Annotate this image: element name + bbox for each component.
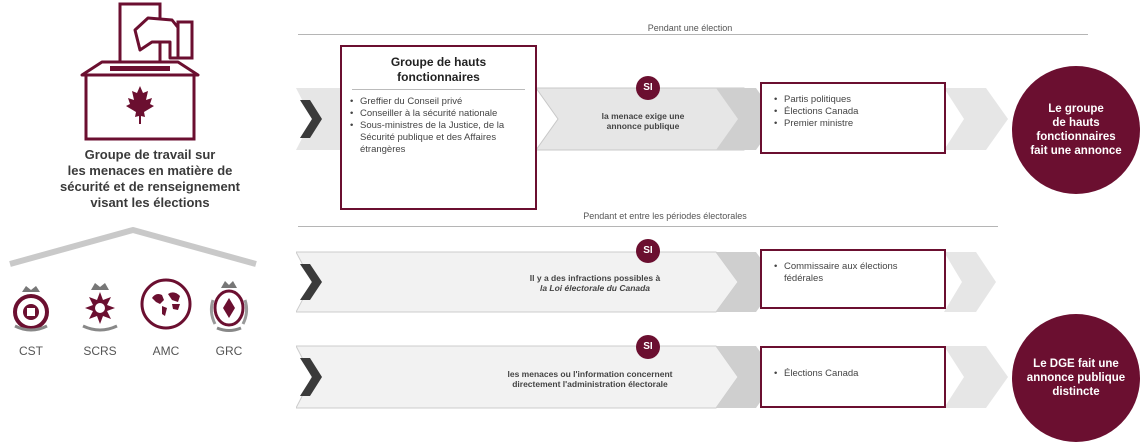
roof-divider (8, 224, 258, 270)
recipients-list: Partis politiques Élections Canada Premi… (774, 94, 932, 130)
outcome-line: distincte (1052, 386, 1100, 398)
ballot-box-icon (80, 0, 200, 145)
group-title-line: fonctionnaires (397, 70, 480, 84)
list-item: Sous-ministres de la Justice, de la Sécu… (350, 120, 527, 156)
section-rule (298, 34, 1088, 35)
recipients-list: Élections Canada (774, 368, 932, 380)
flow-arrow-band (944, 88, 1008, 150)
recipients-box: Commissaire aux élections fédérales (760, 249, 946, 309)
si-badge: SI (636, 239, 660, 263)
cse-crest-icon (8, 282, 54, 334)
csis-crest-icon (77, 280, 123, 334)
outcome-line: de hauts (1052, 117, 1100, 129)
si-badge: SI (636, 335, 660, 359)
outcome-line: fait une annonce (1030, 145, 1122, 157)
world-map-icon (140, 278, 192, 330)
agency-label: SCRS (83, 344, 117, 358)
list-item: Commissaire aux élections fédérales (774, 261, 932, 285)
condition-line: directement l'administration électorale (512, 379, 668, 389)
agency-label: GRC (215, 344, 243, 358)
recipients-box: Élections Canada (760, 346, 946, 408)
rcmp-crest-icon (205, 278, 253, 334)
taskforce-title-line: les menaces en matière de (67, 163, 233, 178)
list-item: Élections Canada (774, 368, 932, 380)
flow-condition: la menace exige une annonce publique (568, 111, 718, 131)
list-item: Élections Canada (774, 106, 932, 118)
agency-label: CST (19, 344, 43, 358)
law-title: la Loi électorale du Canada (539, 283, 651, 293)
list-item: Premier ministre (774, 118, 932, 130)
outcome-line: Le DGE fait une (1033, 358, 1119, 370)
flow-condition: les menaces ou l'information concernent … (460, 369, 720, 389)
list-item: Greffier du Conseil privé (350, 96, 527, 108)
flow-arrow-band (944, 252, 996, 312)
outcome-line: fonctionnaires (1036, 131, 1116, 143)
condition-line: Il y a des infractions possibles à (529, 273, 661, 283)
group-title-line: Groupe de hauts (390, 55, 487, 69)
taskforce-title-line: sécurité et de renseignement (60, 179, 240, 194)
condition-line: annonce publique (606, 121, 680, 131)
list-item: Conseiller à la sécurité nationale (350, 108, 527, 120)
chevron-right-icon (300, 264, 322, 300)
outcome-line: annonce publique (1026, 372, 1126, 384)
taskforce-title-line: visant les élections (90, 195, 210, 210)
condition-line: la menace exige une (601, 111, 685, 121)
agency-label: AMC (152, 344, 180, 358)
list-item: Partis politiques (774, 94, 932, 106)
group-title: Groupe de hauts fonctionnaires (350, 55, 527, 85)
section-caption-between: Pendant et entre les périodes électorale… (583, 211, 747, 221)
taskforce-title: Groupe de travail sur les menaces en mat… (0, 147, 300, 211)
section-rule (298, 226, 998, 227)
flow-arrow-band (944, 346, 1008, 408)
outcome-line: Le groupe (1048, 103, 1104, 115)
section-caption-during: Pendant une élection (647, 23, 733, 33)
senior-officials-group-box: Groupe de hauts fonctionnaires Greffier … (340, 45, 537, 210)
chevron-right-icon (300, 100, 322, 138)
group-announcement-circle: Le groupe de hauts fonctionnaires fait u… (1012, 66, 1140, 194)
flow-condition: Il y a des infractions possibles à la Lo… (480, 273, 710, 293)
recipients-box: Partis politiques Élections Canada Premi… (760, 82, 946, 154)
chevron-right-icon (300, 358, 322, 396)
condition-line: les menaces ou l'information concernent (507, 369, 673, 379)
si-badge: SI (636, 76, 660, 100)
recipients-list: Commissaire aux élections fédérales (774, 261, 932, 285)
group-members-list: Greffier du Conseil privé Conseiller à l… (350, 96, 527, 156)
dge-announcement-circle: Le DGE fait une annonce publique distinc… (1012, 314, 1140, 442)
condition-line: la Loi électorale du Canada (480, 283, 710, 293)
divider (352, 89, 525, 90)
taskforce-title-line: Groupe de travail sur (84, 147, 216, 162)
